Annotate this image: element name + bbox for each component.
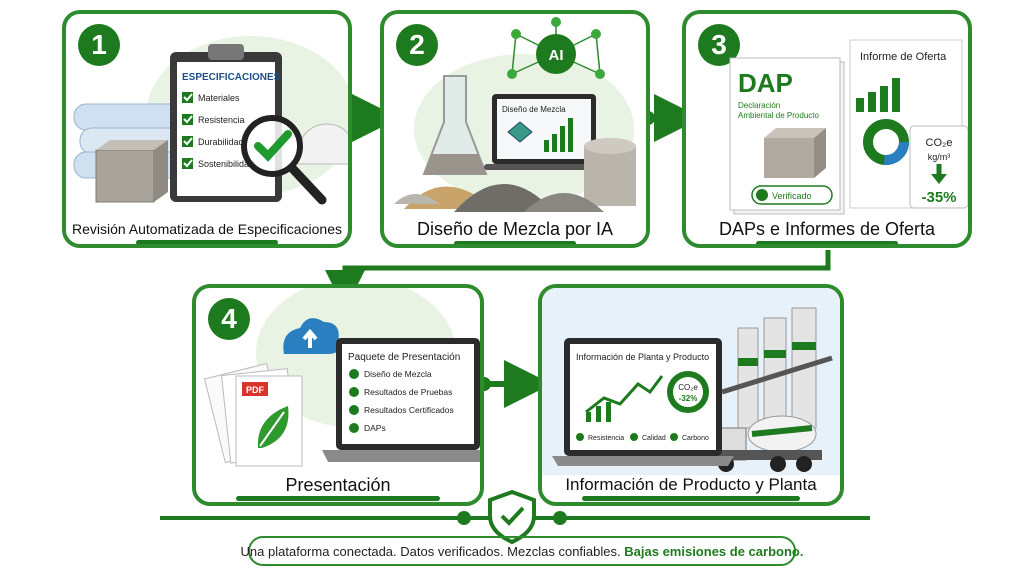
title-underline <box>236 496 440 501</box>
co2-label: CO₂e <box>926 137 953 149</box>
step-card-5[interactable]: 5 Información de Planta y Producto CO₂e … <box>538 284 844 506</box>
step-title: Diseño de Mezcla por IA <box>416 219 614 239</box>
step-card-2[interactable]: 2 AI Diseño de Mezcla Diseño de <box>380 10 650 248</box>
step-card-1[interactable]: 1 ESPECIFICACIONES Materiales Resistenci… <box>62 10 352 248</box>
step-card-3[interactable]: 3 DAP Declaración Ambiental de Producto … <box>682 10 972 248</box>
plant-screen-title: Información de Planta y Producto <box>576 352 709 362</box>
dap-title: DAP <box>738 68 793 98</box>
footer-tagline: Una plataforma conectada. Datos verifica… <box>241 536 803 566</box>
dap-report-illustration: DAP Declaración Ambiental de Producto Ve… <box>729 39 968 215</box>
step-number-badge: 1 <box>78 24 120 66</box>
plant-tag: Carbono <box>682 435 709 442</box>
package-item: Resultados de Pruebas <box>364 387 452 397</box>
plant-co2-label: CO₂e <box>678 383 698 392</box>
ai-mix-design-illustration: AI Diseño de Mezcla <box>394 17 636 212</box>
step-title: Presentación <box>285 475 391 495</box>
plant-tag: Calidad <box>642 435 666 442</box>
title-underline <box>582 496 800 501</box>
plant-tag: Resistencia <box>588 435 624 442</box>
spec-review-illustration: ESPECIFICACIONES Materiales Resistencia … <box>73 44 348 205</box>
spec-item: Durabilidad <box>198 137 244 147</box>
dap-subtitle: Declaración <box>738 101 780 110</box>
presentation-illustration: PDF Paquete de Presentación Diseño de Me… <box>203 318 480 467</box>
title-underline <box>756 241 898 244</box>
co2-value: -35% <box>921 189 956 206</box>
co2-unit: kg/m³ <box>928 152 951 162</box>
spec-item: Sostenibilidad <box>198 159 254 169</box>
verified-label: Verificado <box>772 191 812 201</box>
step-title: Información de Producto y Planta <box>542 475 840 495</box>
step-number-badge: 2 <box>396 24 438 66</box>
step-number-badge: 4 <box>208 298 250 340</box>
title-underline <box>136 240 278 244</box>
spec-sheet-title: ESPECIFICACIONES <box>182 72 281 83</box>
pdf-label: PDF <box>246 385 265 395</box>
package-item: DAPs <box>364 423 386 433</box>
package-title: Paquete de Presentación <box>348 352 460 363</box>
footer-text: Una plataforma conectada. Datos verifica… <box>240 543 621 559</box>
dap-subtitle: Ambiental de Producto <box>738 111 819 120</box>
spec-item: Resistencia <box>198 115 245 125</box>
footer-highlight: Bajas emisiones de carbono. <box>624 543 804 559</box>
step-title: DAPs e Informes de Oferta <box>718 219 936 239</box>
ai-badge: AI <box>549 47 564 64</box>
package-item: Resultados Certificados <box>364 405 454 415</box>
spec-item: Materiales <box>198 93 240 103</box>
plant-info-illustration: Información de Planta y Producto CO₂e -3… <box>542 288 840 478</box>
step-title: Revisión Automatizada de Especificacione… <box>71 221 343 237</box>
title-underline <box>454 241 576 244</box>
package-item: Diseño de Mezcla <box>364 369 432 379</box>
plant-co2-value: -32% <box>679 394 698 403</box>
offer-report-title: Informe de Oferta <box>860 51 947 63</box>
mix-screen-title: Diseño de Mezcla <box>502 105 566 114</box>
step-card-4[interactable]: 4 PDF Paquete de Presentación Diseño de … <box>192 284 484 506</box>
